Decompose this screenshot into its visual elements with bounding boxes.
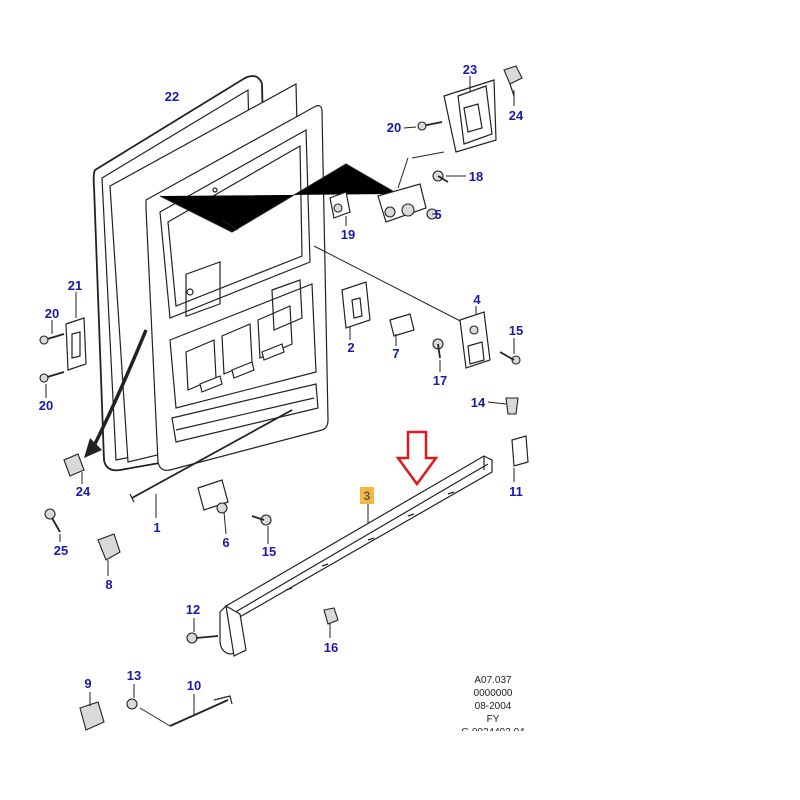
reference-line-3: 08-2004 bbox=[475, 701, 512, 712]
bolt-17 bbox=[432, 338, 444, 372]
part-label-15-lower: 15 bbox=[262, 544, 276, 559]
part-label-12: 12 bbox=[186, 602, 200, 617]
part-label-18: 18 bbox=[469, 169, 483, 184]
part-label-22: 22 bbox=[165, 89, 179, 104]
bump-stop-8 bbox=[97, 533, 121, 576]
part-label-8: 8 bbox=[105, 577, 112, 592]
bolt-18 bbox=[432, 170, 466, 183]
pin-14 bbox=[487, 397, 519, 415]
bracket-10 bbox=[139, 694, 233, 727]
part-label-15-right: 15 bbox=[509, 323, 523, 338]
part-label-20-left-lower: 20 bbox=[39, 398, 53, 413]
screw-20-left-upper bbox=[39, 320, 65, 345]
part-label-14: 14 bbox=[471, 395, 486, 410]
part-label-7: 7 bbox=[392, 346, 399, 361]
part-label-1: 1 bbox=[153, 520, 160, 535]
part-label-20-left-upper: 20 bbox=[45, 306, 59, 321]
rear-door-panel bbox=[109, 82, 329, 471]
roller-bracket-6 bbox=[197, 479, 229, 535]
part-labels: 22 23 24 20 18 5 19 21 20 20 4 15 2 7 17… bbox=[39, 62, 524, 693]
part-label-2: 2 bbox=[347, 340, 354, 355]
clip-7 bbox=[389, 313, 415, 346]
reference-line-2: 0000000 bbox=[474, 688, 513, 699]
bolt-12 bbox=[186, 618, 219, 644]
reference-line-4: FY bbox=[487, 714, 500, 725]
rod-1 bbox=[129, 409, 293, 518]
bracket-2 bbox=[341, 281, 371, 340]
grommet-24-left bbox=[63, 453, 85, 484]
part-label-25: 25 bbox=[54, 543, 68, 558]
highlighted-part-label-3: 3 bbox=[360, 487, 374, 504]
reference-block: A07.037 0000000 08-2004 FY G.0024493.04 bbox=[450, 675, 540, 739]
nut-16 bbox=[323, 607, 339, 638]
part-label-16: 16 bbox=[324, 640, 338, 655]
part-label-23: 23 bbox=[463, 62, 477, 77]
bracket-23 bbox=[443, 76, 497, 153]
part-label-20-top: 20 bbox=[387, 120, 401, 135]
part-label-24-left: 24 bbox=[76, 484, 91, 499]
part-label-21: 21 bbox=[68, 278, 82, 293]
lock-mechanism-4 bbox=[459, 306, 491, 369]
screw-15-right bbox=[499, 338, 521, 365]
part-label-19: 19 bbox=[341, 227, 355, 242]
part-label-4: 4 bbox=[473, 292, 481, 307]
part-label-24-top: 24 bbox=[509, 108, 524, 123]
latch-19 bbox=[329, 191, 351, 226]
part-label-10: 10 bbox=[187, 678, 201, 693]
part-label-17: 17 bbox=[433, 373, 447, 388]
screw-13 bbox=[126, 684, 138, 710]
striker-21 bbox=[65, 292, 87, 371]
reference-line-1: A07.037 bbox=[474, 675, 512, 686]
bolt-25 bbox=[44, 508, 61, 542]
red-down-arrow bbox=[395, 430, 439, 487]
part-label-6: 6 bbox=[222, 535, 229, 550]
part-label-5: 5 bbox=[434, 207, 441, 222]
leader-lines bbox=[159, 163, 471, 327]
highlighted-part-number: 3 bbox=[364, 489, 371, 503]
screw-15-lower bbox=[251, 514, 272, 544]
grommet-24-top bbox=[503, 65, 523, 106]
screw-20-left-lower bbox=[39, 371, 65, 398]
guide-11 bbox=[511, 435, 529, 482]
screw-20-top bbox=[403, 121, 443, 131]
part-label-9: 9 bbox=[84, 676, 91, 691]
sliding-door-rail-3 bbox=[219, 455, 493, 657]
curved-pointer-arrow bbox=[84, 329, 148, 458]
bump-stop-9 bbox=[79, 692, 105, 731]
hinge-5 bbox=[377, 151, 445, 223]
part-label-11: 11 bbox=[509, 484, 523, 499]
part-label-13: 13 bbox=[127, 668, 141, 683]
